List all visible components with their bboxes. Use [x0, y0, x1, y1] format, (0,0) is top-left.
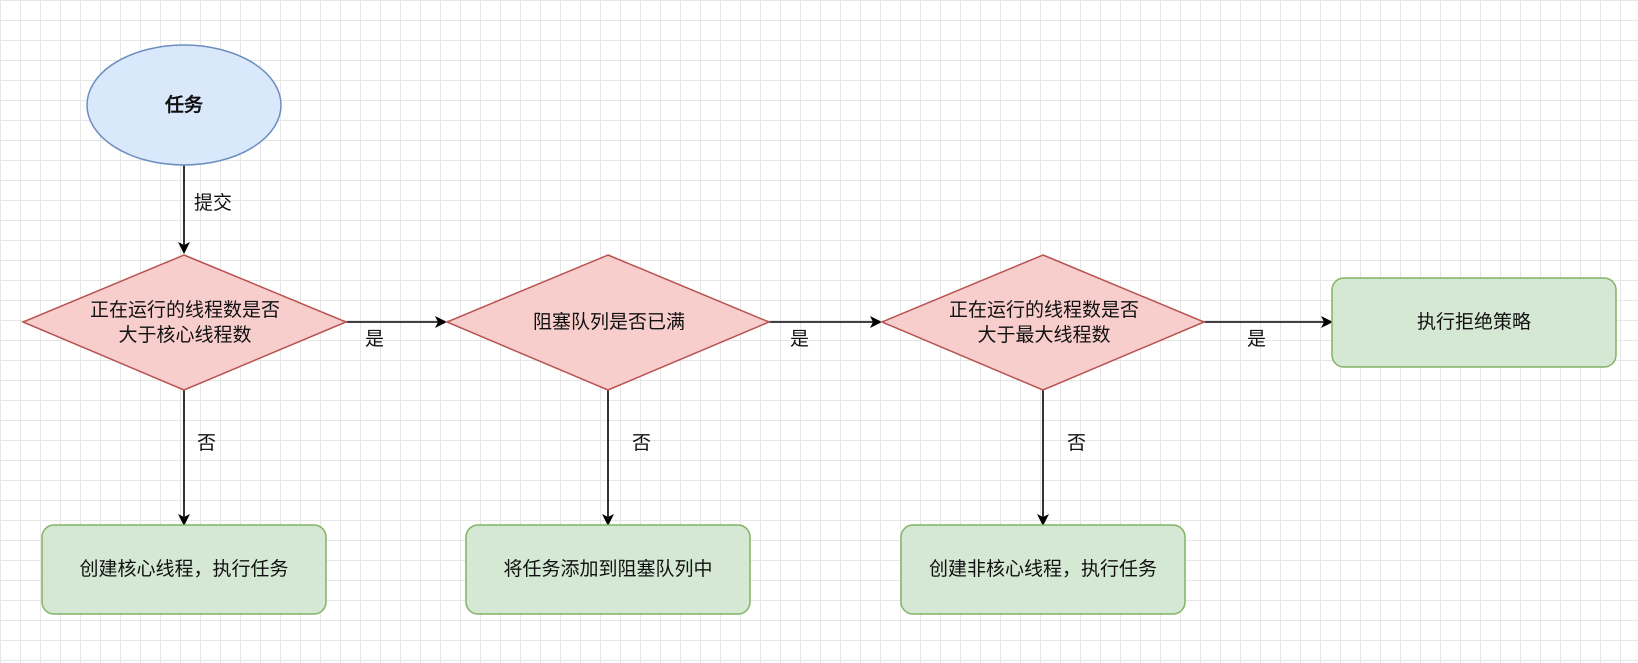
action-core-box[interactable]	[41, 524, 327, 615]
action-queue-box[interactable]	[465, 524, 751, 615]
action-reject-label: 执行拒绝策略	[1416, 311, 1531, 333]
decision-queue-label: 阻塞队列是否已满	[532, 310, 685, 333]
decision-core-diamond[interactable]	[21, 254, 348, 391]
edge-queue-no-label: 否	[632, 432, 652, 454]
decision-max-diamond[interactable]	[880, 254, 1206, 391]
edge-core-yes-label: 是	[365, 328, 385, 350]
decision-queue-diamond[interactable]	[445, 254, 771, 391]
edge-max-yes-label: 是	[1247, 328, 1267, 350]
edge-queue-yes-label: 是	[790, 328, 810, 350]
edge-submit-label: 提交	[194, 192, 233, 214]
task-ellipse[interactable]	[86, 44, 282, 166]
action-core-label: 创建核心线程，执行任务	[79, 558, 289, 580]
edge-max-no-label: 否	[1067, 432, 1087, 454]
edge-core-no-label: 否	[197, 432, 217, 454]
action-reject-box[interactable]	[1331, 277, 1617, 368]
decision-max-label: 正在运行的线程数是否 大于最大线程数	[948, 299, 1139, 346]
action-noncore-box[interactable]	[900, 524, 1186, 615]
action-noncore-label: 创建非核心线程，执行任务	[928, 558, 1157, 580]
task-label: 任务	[164, 93, 203, 116]
action-queue-label: 将任务添加到阻塞队列中	[503, 558, 713, 580]
decision-core-label: 正在运行的线程数是否 大于核心线程数	[89, 299, 280, 346]
